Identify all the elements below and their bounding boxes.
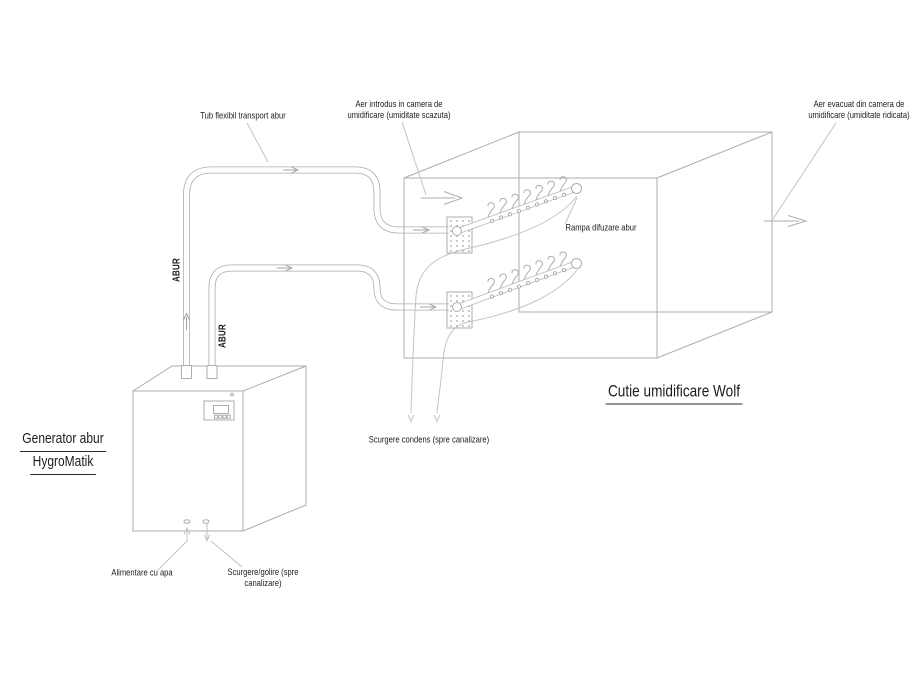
steam-generator-box — [132, 365, 307, 532]
label-abur-right: ABUR — [217, 323, 229, 349]
ramp-end-cap — [571, 183, 582, 194]
drain-connection — [202, 519, 210, 524]
steam-pipe-lower — [208, 264, 449, 378]
steam-ramp-upper — [452, 176, 582, 236]
indicator-dot — [230, 392, 234, 397]
leader-aer-evacuat — [772, 122, 837, 220]
label-aer-evacuat: Aer evacuat din camera de umidificare (u… — [808, 99, 910, 121]
nozzle-orifices — [489, 267, 567, 299]
leader-alimentare — [157, 526, 191, 571]
perforated-plate-upper — [446, 216, 473, 254]
ramp-end-cap — [571, 258, 582, 269]
condensate-drain-upper — [407, 195, 578, 423]
leader-tub-flexibil — [246, 122, 269, 163]
pipe-entry-port — [452, 302, 462, 312]
humidifier-box — [403, 131, 773, 359]
label-cutie-umidificare: Cutie umidificare Wolf — [605, 382, 743, 405]
label-rampa-difuzare: Rampa difuzare abur — [565, 222, 637, 234]
label-generator: Generator abur HygroMatik — [19, 429, 107, 475]
label-aer-introdus: Aer introdus in camera de umidificare (u… — [347, 99, 451, 121]
air-inlet-arrow — [421, 191, 464, 205]
pipe-collar-left — [181, 365, 192, 379]
pipe-entry-port — [452, 226, 462, 236]
pipe-collar-right — [206, 365, 218, 379]
label-abur-left: ABUR — [171, 257, 183, 283]
label-tub-flexibil: Tub flexibil transport abur — [200, 110, 286, 122]
nozzle-hooks — [487, 176, 567, 218]
label-scurgere-condens: Scurgere condens (spre canalizare) — [368, 434, 490, 446]
condensate-drain-lower — [433, 269, 578, 423]
steam-flow-arrows — [182, 166, 438, 330]
nozzle-orifices — [489, 192, 567, 223]
control-panel — [203, 400, 235, 421]
steam-pipe-upper — [183, 166, 449, 378]
leader-rampa — [564, 197, 578, 225]
label-alimentare: Alimentare cu apa — [111, 567, 173, 579]
nozzle-hooks — [487, 251, 567, 294]
air-outlet-arrow — [764, 215, 808, 227]
perforated-plate-lower — [446, 291, 473, 329]
steam-ramp-lower — [452, 251, 582, 312]
leader-lines — [157, 121, 837, 571]
leader-aer-introdus — [401, 121, 427, 196]
water-inlet-connection — [183, 519, 191, 524]
label-scurgere-golire: Scurgere/golire (spre canalizare) — [227, 567, 299, 589]
leader-scurgere-golire — [203, 524, 243, 568]
